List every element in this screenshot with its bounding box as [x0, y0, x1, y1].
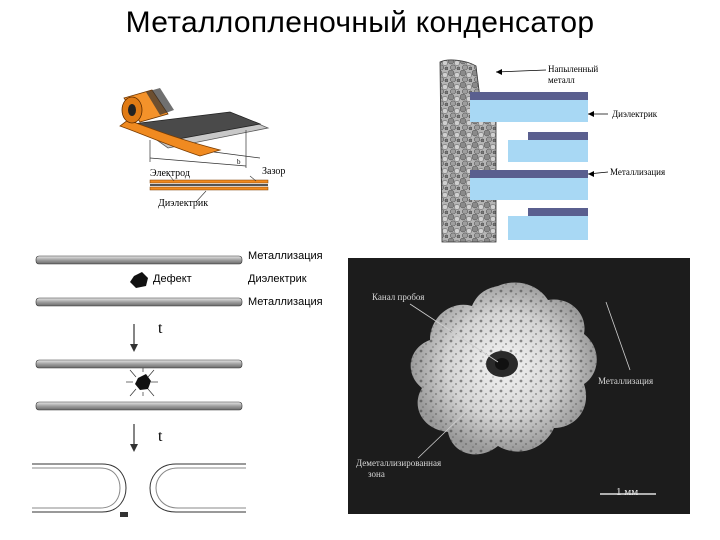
svg-text:b: b — [237, 158, 241, 166]
sprayed-metal-layers-illustration — [439, 59, 609, 243]
label-sprayed-metal-2: металл — [548, 75, 575, 85]
self-healing-sequence-illustration — [32, 255, 246, 517]
micrograph-photo: Канал пробоя Металлизация Деметаллизиров… — [348, 258, 690, 514]
demetallized-spot — [409, 282, 656, 495]
label-gap: Зазор — [262, 166, 286, 177]
film-roll-illustration: b — [119, 88, 270, 203]
label-demetallized-zone-2: зона — [368, 469, 385, 479]
page-title: Металлопленочный конденсатор — [125, 6, 595, 39]
label-metallization-photo: Металлизация — [598, 376, 654, 386]
label-breakdown-channel: Канал пробоя — [372, 292, 425, 302]
scale-bar-label: 1 мм — [616, 486, 639, 498]
label-sprayed-metal-1: Напыленный — [548, 64, 599, 74]
label-metallization-layers: Металлизация — [610, 167, 666, 177]
label-dielectric-roll: Диэлектрик — [158, 198, 209, 209]
label-metallization-top: Металлизация — [248, 250, 323, 262]
label-dielectric-seq: Диэлектрик — [248, 273, 307, 285]
label-demetallized-zone-1: Деметаллизированная — [356, 458, 442, 468]
label-time-2: t — [158, 428, 163, 445]
label-electrode: Электрод — [150, 168, 190, 179]
label-defect: Дефект — [153, 273, 192, 285]
label-dielectric-layers: Диэлектрик — [612, 109, 658, 119]
label-metallization-bottom: Металлизация — [248, 296, 323, 308]
label-time-1: t — [158, 320, 163, 337]
